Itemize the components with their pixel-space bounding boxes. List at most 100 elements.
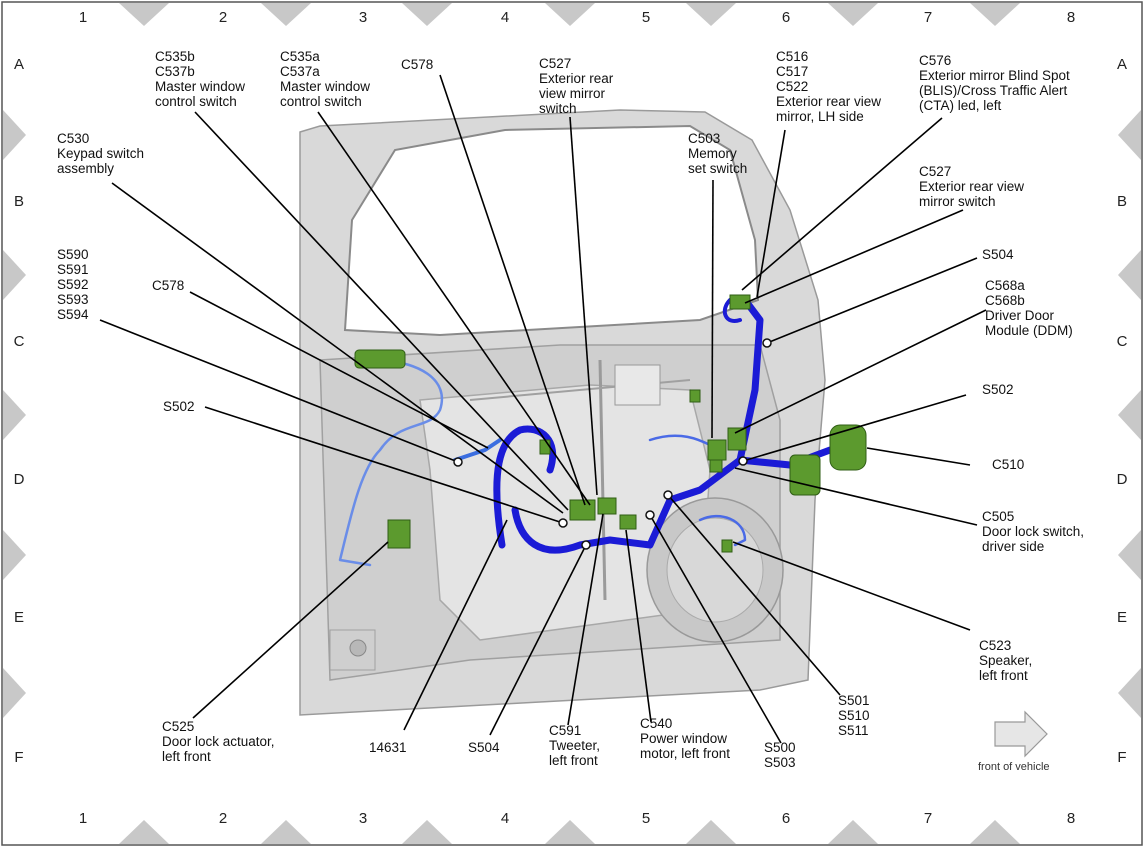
callout-line: C568b — [985, 293, 1025, 308]
callout-s502-left: S502 — [163, 399, 195, 414]
callout-line: Module (DDM) — [985, 323, 1073, 338]
callout-line: assembly — [57, 161, 114, 176]
callout-line: S501 — [838, 693, 870, 708]
callout-line: Driver Door — [985, 308, 1055, 323]
callout-s504-bottom: S504 — [468, 740, 500, 755]
callout-line: C537b — [155, 64, 195, 79]
callout-line: S511 — [838, 723, 869, 738]
connector-c578 — [539, 439, 551, 455]
callout-line: C522 — [776, 79, 808, 94]
connector-c510 — [829, 424, 867, 471]
callout-line: S592 — [57, 277, 89, 292]
callout-line: Master window — [280, 79, 370, 94]
callout-line: view mirror — [539, 86, 606, 101]
grid-col-8-bottom: 8 — [1067, 810, 1075, 827]
grid-markers-top — [119, 3, 1020, 26]
callout-line: Door lock actuator, — [162, 734, 275, 749]
callout-line: S500 — [764, 740, 796, 755]
callout-line: left front — [162, 749, 211, 764]
grid-markers-left — [3, 110, 26, 718]
callout-line: S502 — [163, 399, 195, 414]
front-of-vehicle-indicator: front of vehicle — [978, 710, 1050, 773]
callout-line: C576 — [919, 53, 951, 68]
callout-line: Keypad switch — [57, 146, 144, 161]
callout-line: C527 — [539, 56, 571, 71]
callout-line: C517 — [776, 64, 808, 79]
connector-c576 — [729, 294, 751, 310]
callout-line: C510 — [992, 457, 1024, 472]
callout-line: C537a — [280, 64, 320, 79]
callout-line: control switch — [155, 94, 237, 109]
grid-col-5-bottom: 5 — [642, 810, 650, 827]
leader-lines — [99, 74, 987, 744]
connector-c505 — [709, 459, 723, 473]
grid-col-1-top: 1 — [79, 9, 87, 26]
grid-col-2-bottom: 2 — [219, 810, 227, 827]
right-arrow-icon — [994, 710, 1048, 758]
callout-s504-right: S504 — [982, 247, 1014, 262]
callout-line: S594 — [57, 307, 89, 322]
connectors — [354, 294, 867, 553]
callout-line: C525 — [162, 719, 194, 734]
callout-line: Master window — [155, 79, 245, 94]
callout-line: C505 — [982, 509, 1014, 524]
callout-line: C535a — [280, 49, 320, 64]
connector-c535 — [569, 499, 596, 521]
callout-line: (BLIS)/Cross Traffic Alert — [919, 83, 1068, 98]
front-of-vehicle-label: front of vehicle — [978, 761, 1050, 773]
grid-col-4-top: 4 — [501, 9, 509, 26]
callout-line: S593 — [57, 292, 89, 307]
callout-line: S510 — [838, 708, 870, 723]
callout-line: Power window — [640, 731, 727, 746]
callout-line: C568a — [985, 278, 1025, 293]
door-panel-illustration — [299, 109, 826, 716]
callout-line: S502 — [982, 382, 1014, 397]
callout-line: S504 — [982, 247, 1014, 262]
callout-line: Exterior mirror Blind Spot — [919, 68, 1070, 83]
grid-col-3-top: 3 — [359, 9, 367, 26]
grid-col-2-top: 2 — [219, 9, 227, 26]
callout-line: C530 — [57, 131, 89, 146]
callout-line: Memory — [688, 146, 737, 161]
grid-col-1-bottom: 1 — [79, 810, 87, 827]
callout-line: C578 — [401, 57, 433, 72]
grid-row-E-right: E — [1117, 609, 1127, 626]
connector-c503 — [707, 439, 727, 461]
callout-line: Exterior rear view — [776, 94, 881, 109]
callout-line: 14631 — [369, 740, 407, 755]
callout-line: left front — [549, 753, 598, 768]
callout-line: Exterior rear — [539, 71, 614, 86]
callout-line: Exterior rear view — [919, 179, 1024, 194]
grid-row-E-left: E — [14, 609, 24, 626]
grid-col-5-top: 5 — [642, 9, 650, 26]
callout-line: set switch — [688, 161, 747, 176]
callout-line: Speaker, — [979, 653, 1032, 668]
grid-row-C-left: C — [14, 333, 25, 350]
callout-line: switch — [539, 101, 577, 116]
grid-row-B-left: B — [14, 193, 24, 210]
callout-s502-right: S502 — [982, 382, 1014, 397]
grid-row-F-left: F — [14, 749, 23, 766]
callout-line: Tweeter, — [549, 738, 600, 753]
grid-row-D-right: D — [1117, 471, 1128, 488]
connector-c530 — [354, 349, 406, 369]
callout-line: S503 — [764, 755, 796, 770]
callout-line: C591 — [549, 723, 581, 738]
callout-n14631: 14631 — [369, 740, 407, 755]
grid-markers-right — [1118, 110, 1141, 718]
callout-c578-top: C578 — [401, 57, 433, 72]
